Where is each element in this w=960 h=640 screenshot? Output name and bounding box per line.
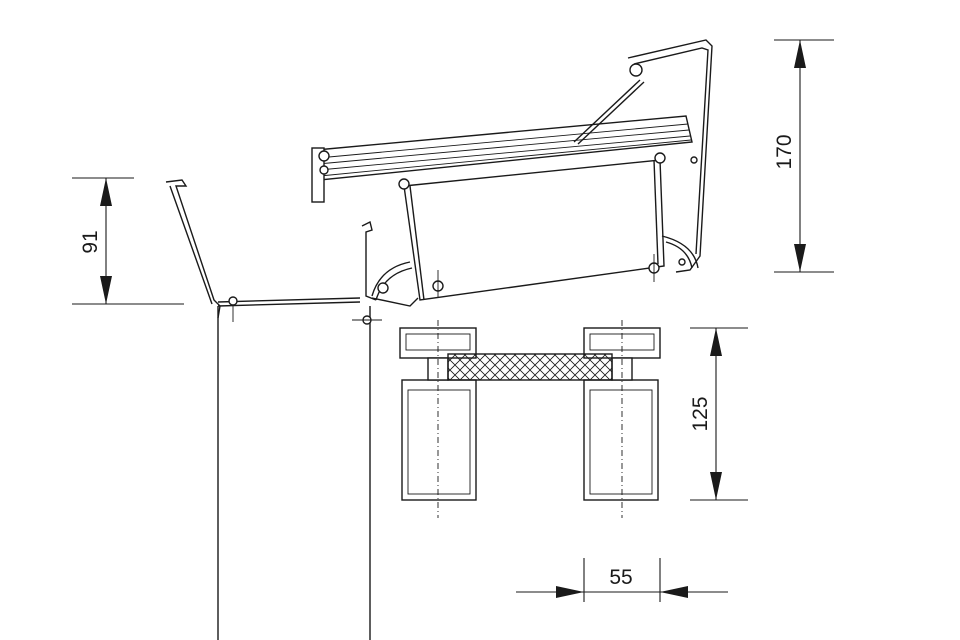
dimension-125: 125 — [689, 327, 748, 501]
wall-lines — [217, 306, 371, 640]
dimension-label-170: 170 — [773, 134, 796, 169]
dimension-label-125: 125 — [689, 396, 712, 431]
rooflight-frame — [311, 39, 713, 301]
dimension-label-55: 55 — [609, 566, 632, 589]
mullion-right — [583, 320, 661, 518]
curb-bracket — [352, 220, 419, 325]
dimension-label-91: 91 — [79, 230, 102, 253]
glazing-panel — [447, 353, 613, 381]
dimension-170: 170 — [773, 39, 834, 273]
dimension-91: 91 — [72, 177, 184, 305]
dimension-55: 55 — [516, 558, 728, 602]
left-flashing — [165, 179, 361, 322]
mullion-left — [399, 320, 477, 518]
